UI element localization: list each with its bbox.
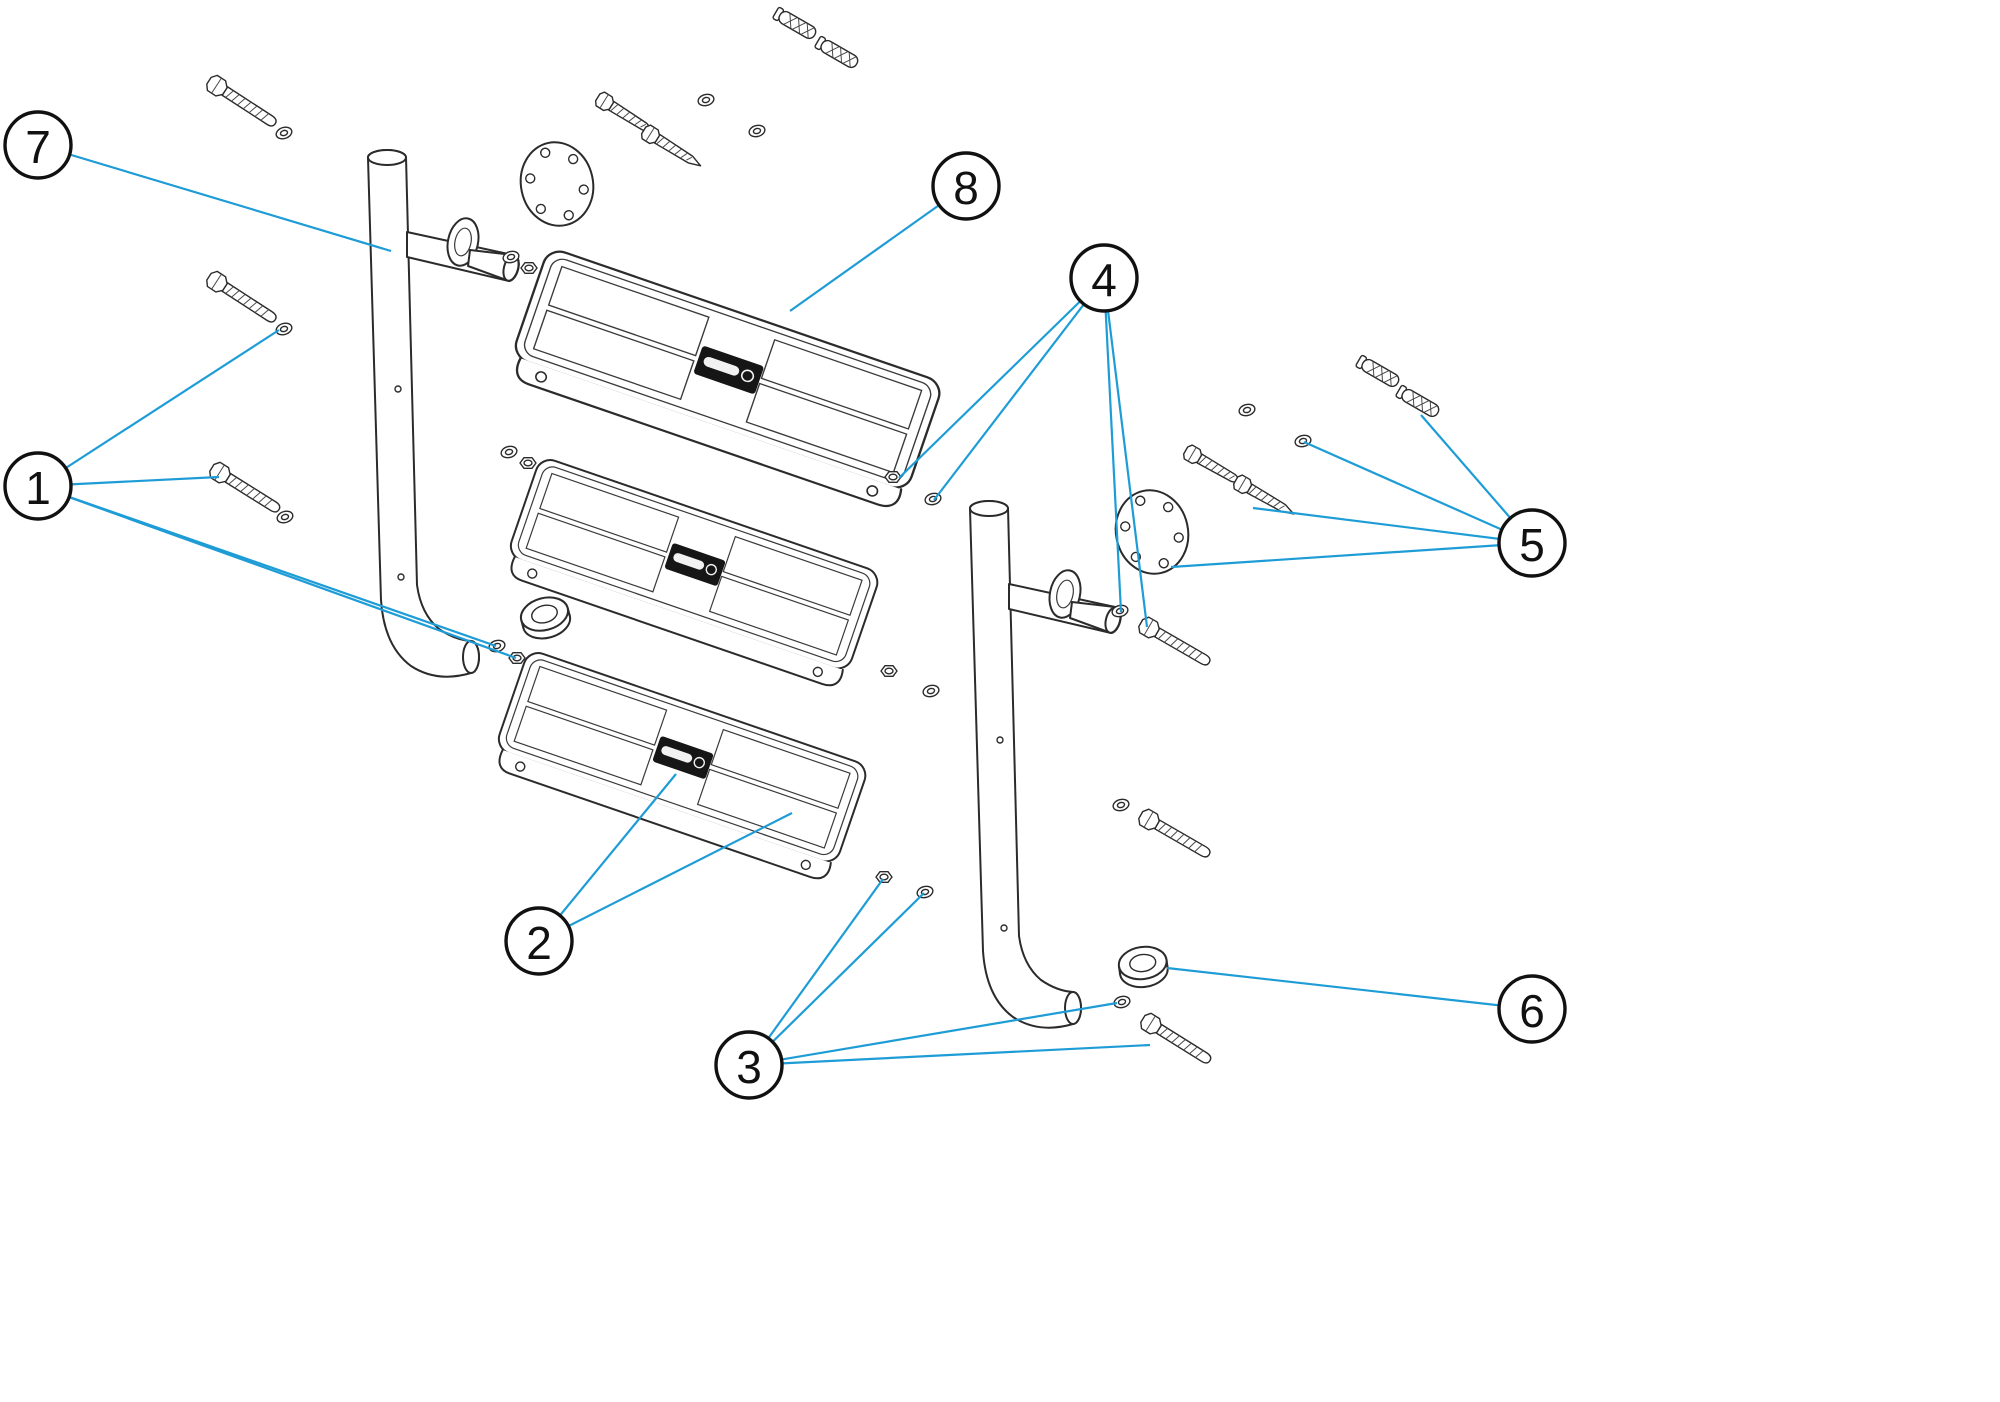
wall-mount-plate <box>512 134 602 234</box>
callout-circle <box>931 151 1001 221</box>
callout-circle <box>3 110 73 180</box>
leader-line-4 <box>933 277 1105 501</box>
escutcheon-ring <box>1115 942 1171 992</box>
leader-lines <box>37 143 1533 1067</box>
callout-number: 6 <box>1519 985 1545 1037</box>
washer <box>1237 401 1257 419</box>
washer <box>274 508 296 526</box>
callout-1: 1 <box>3 451 73 521</box>
leader-line-3 <box>748 1001 1118 1067</box>
leader-line-3 <box>748 878 884 1066</box>
leader-line-8 <box>789 185 967 312</box>
wall-plug-anchor <box>1354 354 1402 390</box>
callout-number: 3 <box>736 1041 762 1093</box>
leader-line-4 <box>1102 277 1123 613</box>
wall-plug-anchor <box>813 35 861 71</box>
leader-line-5 <box>1170 541 1533 569</box>
right-handrail <box>968 499 1122 1029</box>
washer <box>921 682 941 700</box>
callout-7: 7 <box>3 110 73 180</box>
leader-line-3 <box>748 1043 1151 1067</box>
callout-circle <box>504 906 574 976</box>
callout-5: 5 <box>1497 508 1567 578</box>
lag-screw <box>1230 472 1299 522</box>
hex-nut <box>519 457 537 469</box>
left-handrail <box>366 148 520 678</box>
escutcheon-ring <box>516 591 575 645</box>
leader-line-3 <box>748 892 925 1066</box>
callout-6: 6 <box>1497 974 1567 1044</box>
lag-screw <box>638 122 706 174</box>
anchor-bolt <box>206 459 285 519</box>
wall-plug-anchor <box>771 6 819 42</box>
wall-plug-anchor <box>1394 384 1442 420</box>
anchor-bolt <box>1135 614 1215 671</box>
step-bottom <box>487 648 871 885</box>
washer <box>696 91 716 109</box>
washer <box>1111 796 1131 814</box>
leader-line-1 <box>37 329 280 487</box>
leader-line-7 <box>37 143 392 253</box>
washer <box>273 320 295 338</box>
callout-number: 8 <box>953 162 979 214</box>
parts-layer <box>203 6 1442 1070</box>
callout-circle <box>1497 974 1567 1044</box>
leader-line-4 <box>1102 277 1149 628</box>
callout-number: 4 <box>1091 254 1117 306</box>
hex-nut <box>520 262 538 274</box>
callout-circle <box>1069 243 1139 313</box>
washer <box>1112 993 1132 1011</box>
callout-4: 4 <box>1069 243 1139 313</box>
leader-line-4 <box>898 277 1105 479</box>
callout-number: 2 <box>526 917 552 969</box>
hex-nut <box>875 871 893 883</box>
callout-8: 8 <box>931 151 1001 221</box>
anchor-bolt <box>203 268 281 329</box>
washer <box>499 443 519 461</box>
callout-3: 3 <box>714 1030 784 1100</box>
callout-circle <box>3 451 73 521</box>
callout-number: 1 <box>25 462 51 514</box>
step-middle <box>499 455 883 692</box>
leader-line-2 <box>538 773 677 942</box>
callout-number: 5 <box>1519 519 1545 571</box>
anchor-bolt <box>1137 1010 1216 1070</box>
washer <box>747 122 767 140</box>
callout-2: 2 <box>504 906 574 976</box>
hex-nut <box>508 652 526 664</box>
leader-line-5 <box>1303 440 1533 545</box>
leader-line-6 <box>1166 966 1533 1011</box>
leader-line-2 <box>538 812 793 942</box>
anchor-bolt <box>1135 806 1215 863</box>
anchor-bolt <box>203 72 281 133</box>
leader-line-5 <box>1252 506 1533 545</box>
callout-circle <box>1497 508 1567 578</box>
callout-number: 7 <box>25 121 51 173</box>
leader-line-1 <box>37 484 517 660</box>
callouts: 7 1 2 3 8 4 5 6 <box>3 110 1567 1100</box>
hex-nut <box>880 665 898 677</box>
callout-circle <box>714 1030 784 1100</box>
washer <box>273 124 295 142</box>
washer <box>1293 432 1313 450</box>
